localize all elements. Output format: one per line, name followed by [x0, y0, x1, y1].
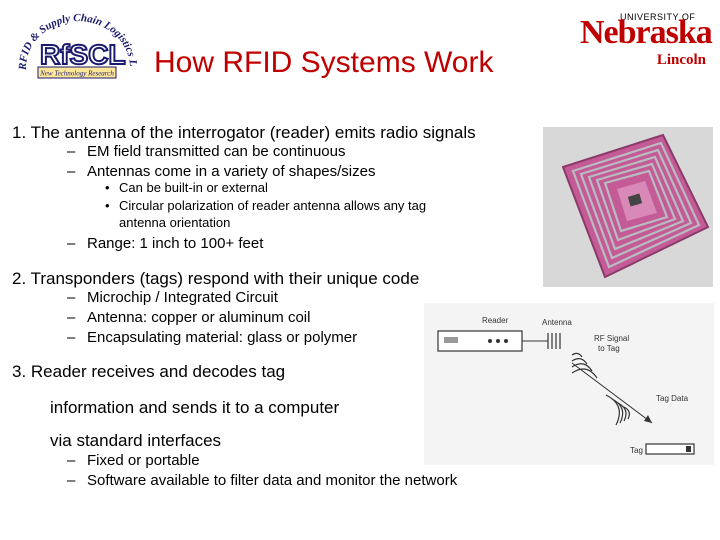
diagram-antenna-label: Antenna — [542, 318, 572, 327]
diagram-tag-label: Tag — [630, 446, 643, 455]
rf-signal-waves — [571, 352, 598, 379]
university-logo: UNIVERSITY OF Nebraska Lincoln — [580, 12, 713, 72]
item1-sub-2: –Antennas come in a variety of shapes/si… — [67, 163, 376, 180]
item1-sub-1-text: EM field transmitted can be continuous — [87, 143, 346, 160]
antenna-icon — [547, 333, 561, 349]
item2-sub-1-text: Microchip / Integrated Circuit — [87, 289, 278, 306]
unl-university-of: UNIVERSITY OF — [620, 12, 696, 22]
dash-marker: – — [67, 309, 76, 326]
item1-sub-2-text: Antennas come in a variety of shapes/siz… — [87, 163, 376, 180]
dash-marker: – — [67, 235, 76, 252]
rf-signal-line-1: RF Signal — [594, 334, 629, 343]
dash-marker: – — [67, 163, 76, 180]
dash-marker: – — [67, 329, 76, 346]
unl-campus: Lincoln — [656, 52, 706, 68]
rfid-logo-banner-text: New Technology Research — [39, 70, 114, 78]
item3-sub-2-text: Software available to filter data and mo… — [87, 472, 458, 489]
item1-sub-1: –EM field transmitted can be continuous — [67, 143, 345, 160]
tag-data-waves — [605, 394, 630, 426]
item3-sub-2: –Software available to filter data and m… — [67, 472, 457, 489]
rf-signal-line-2: to Tag — [598, 344, 620, 353]
item2-sub-1: –Microchip / Integrated Circuit — [67, 289, 278, 306]
item2-sub-2: –Antenna: copper or aluminum coil — [67, 309, 310, 326]
item2-heading: 2. Transponders (tags) respond with thei… — [12, 269, 420, 288]
item2-sub-3-text: Encapsulating material: glass or polymer — [87, 329, 358, 346]
item1-heading: 1. The antenna of the interrogator (read… — [12, 123, 476, 142]
diagram-rf-signal-label: RF Signal to Tag — [594, 334, 631, 353]
item2-sub-3: –Encapsulating material: glass or polyme… — [67, 329, 357, 346]
rfid-lab-logo: RFID & Supply Chain Logistics Lab RfSCL … — [7, 0, 140, 84]
bullet-marker: • — [105, 180, 110, 195]
item3-line-1: 3. Reader receives and decodes tag — [12, 362, 286, 381]
item1-subsub-2: • Circular polarization of reader antenna… — [105, 198, 426, 213]
item3-sub-1-text: Fixed or portable — [87, 452, 200, 469]
rfid-tag-photo — [543, 127, 713, 287]
unl-name: Nebraska — [580, 14, 713, 51]
diagram-reader-label: Reader — [482, 316, 509, 325]
rf-signal-arrow — [571, 362, 653, 424]
item1-range: –Range: 1 inch to 100+ feet — [67, 235, 263, 252]
dash-marker: – — [67, 289, 76, 306]
dash-marker: – — [67, 472, 76, 489]
item1-subsub-2-cont: antenna orientation — [119, 215, 231, 230]
item1-range-text: Range: 1 inch to 100+ feet — [87, 235, 264, 252]
item3-line-2: information and sends it to a computer — [50, 398, 340, 417]
item1-subsub-2-text: Circular polarization of reader antenna … — [119, 198, 427, 213]
dash-marker: – — [67, 143, 76, 160]
diagram-tag-data-label: Tag Data — [656, 394, 689, 403]
item1-subsub-1-text: Can be built-in or external — [119, 180, 268, 195]
dash-marker: – — [67, 452, 76, 469]
tag-box — [645, 443, 695, 455]
item2-sub-2-text: Antenna: copper or aluminum coil — [87, 309, 311, 326]
rfid-system-diagram: Reader Antenna RF Signal to Tag Tag Data — [424, 303, 714, 465]
slide-title: How RFID Systems Work — [154, 46, 494, 79]
rfid-logo-main-text: RfSCL — [40, 39, 126, 70]
item3-line-3: via standard interfaces — [50, 431, 222, 450]
item1-subsub-1: • Can be built-in or external — [105, 180, 268, 195]
bullet-marker: • — [105, 198, 110, 213]
item3-sub-1: –Fixed or portable — [67, 452, 200, 469]
